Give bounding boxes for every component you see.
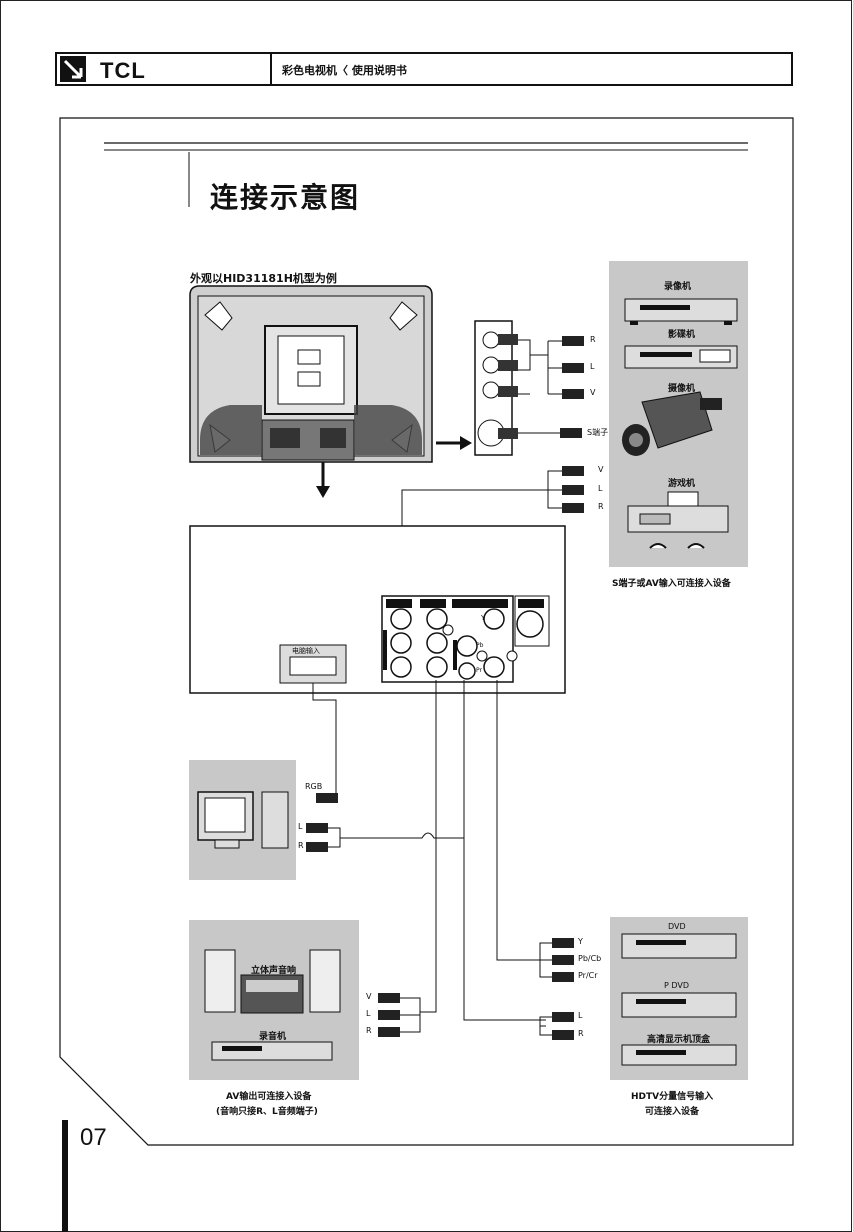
plug-label: V bbox=[590, 388, 596, 397]
plug-label: R bbox=[598, 502, 604, 511]
game-console-device bbox=[627, 491, 729, 549]
jack-label: Pb bbox=[476, 642, 484, 649]
plug-label: L bbox=[598, 484, 603, 493]
set-top-box-device bbox=[621, 1044, 737, 1066]
camcorder-device bbox=[622, 391, 722, 456]
av-out-caption: (音响只接R、L音频端子) bbox=[216, 1107, 318, 1117]
content-frame bbox=[59, 117, 794, 1146]
device-label: 游戏机 bbox=[668, 479, 696, 489]
side-jack-panel bbox=[474, 320, 518, 456]
plug-label: V bbox=[366, 992, 372, 1001]
header-divider bbox=[270, 52, 272, 86]
plug-label: Pb/Cb bbox=[578, 954, 602, 963]
rgb-plug bbox=[316, 793, 338, 803]
plug-label: Pr/Cr bbox=[578, 971, 598, 980]
device-label: P DVD bbox=[664, 981, 690, 990]
vga-port-label: 电脑输入 bbox=[292, 647, 320, 655]
plug-label: L bbox=[590, 362, 595, 371]
jack-label: Pr bbox=[476, 667, 482, 674]
plug-label: R bbox=[298, 841, 304, 850]
brand-text: TCL bbox=[100, 58, 146, 83]
tv-rear-view bbox=[189, 285, 433, 463]
device-label: 录像机 bbox=[664, 282, 692, 292]
rca-plug-set-hdtv bbox=[552, 938, 574, 1040]
plug-label: R bbox=[590, 335, 596, 344]
rca-plug-set-upper bbox=[560, 336, 584, 438]
header-bar bbox=[55, 52, 793, 86]
plug-label: R bbox=[578, 1029, 584, 1038]
page-number: 07 bbox=[80, 1124, 107, 1151]
plug-label: R bbox=[366, 1026, 372, 1035]
av-jack-block bbox=[381, 595, 550, 683]
recorder-device bbox=[211, 1041, 333, 1061]
tcl-logo-icon bbox=[60, 56, 86, 82]
device-label: 立体声音响 bbox=[251, 966, 297, 976]
plug-label: RGB bbox=[305, 782, 323, 791]
p-dvd-device bbox=[621, 992, 737, 1018]
device-panel-caption: S端子或AV输入可连接入设备 bbox=[612, 579, 731, 589]
av-out-caption: AV输出可连接入设备 bbox=[226, 1092, 312, 1102]
page-heading: 连接示意图 bbox=[210, 181, 361, 214]
l-plug bbox=[306, 823, 328, 833]
hdtv-caption: 可连接入设备 bbox=[645, 1107, 700, 1117]
device-label: 摄像机 bbox=[668, 384, 696, 394]
plug-label: Y bbox=[578, 937, 583, 946]
stereo-device bbox=[204, 949, 341, 1014]
device-label: 影碟机 bbox=[668, 330, 696, 340]
plug-label: L bbox=[578, 1011, 583, 1020]
device-label: 录音机 bbox=[259, 1032, 287, 1042]
dvd-player-device bbox=[621, 933, 737, 959]
vcr-device bbox=[624, 298, 738, 325]
arrow-down-head bbox=[316, 486, 330, 498]
rca-plug-set-lower bbox=[562, 466, 584, 513]
plug-label: S端子 bbox=[587, 428, 609, 437]
dvd-device bbox=[624, 345, 738, 369]
plug-label: V bbox=[598, 465, 604, 474]
rca-plug-set-av bbox=[378, 993, 400, 1037]
r-plug bbox=[306, 842, 328, 852]
device-label: DVD bbox=[668, 922, 686, 931]
page-edge-bar bbox=[62, 1120, 68, 1232]
device-label: 高清显示机顶盒 bbox=[647, 1035, 711, 1045]
plug-label: L bbox=[366, 1009, 371, 1018]
arrow-right-head bbox=[460, 436, 472, 450]
jack-label: Y bbox=[481, 614, 486, 622]
pc-monitor-device bbox=[197, 791, 289, 849]
plug-label: L bbox=[298, 822, 303, 831]
hdtv-caption: HDTV分量信号输入 bbox=[631, 1092, 714, 1102]
tv-caption: 外观以HID31181H机型为例 bbox=[190, 272, 337, 285]
header-title: 彩色电视机〈 使用说明书 bbox=[282, 64, 407, 77]
